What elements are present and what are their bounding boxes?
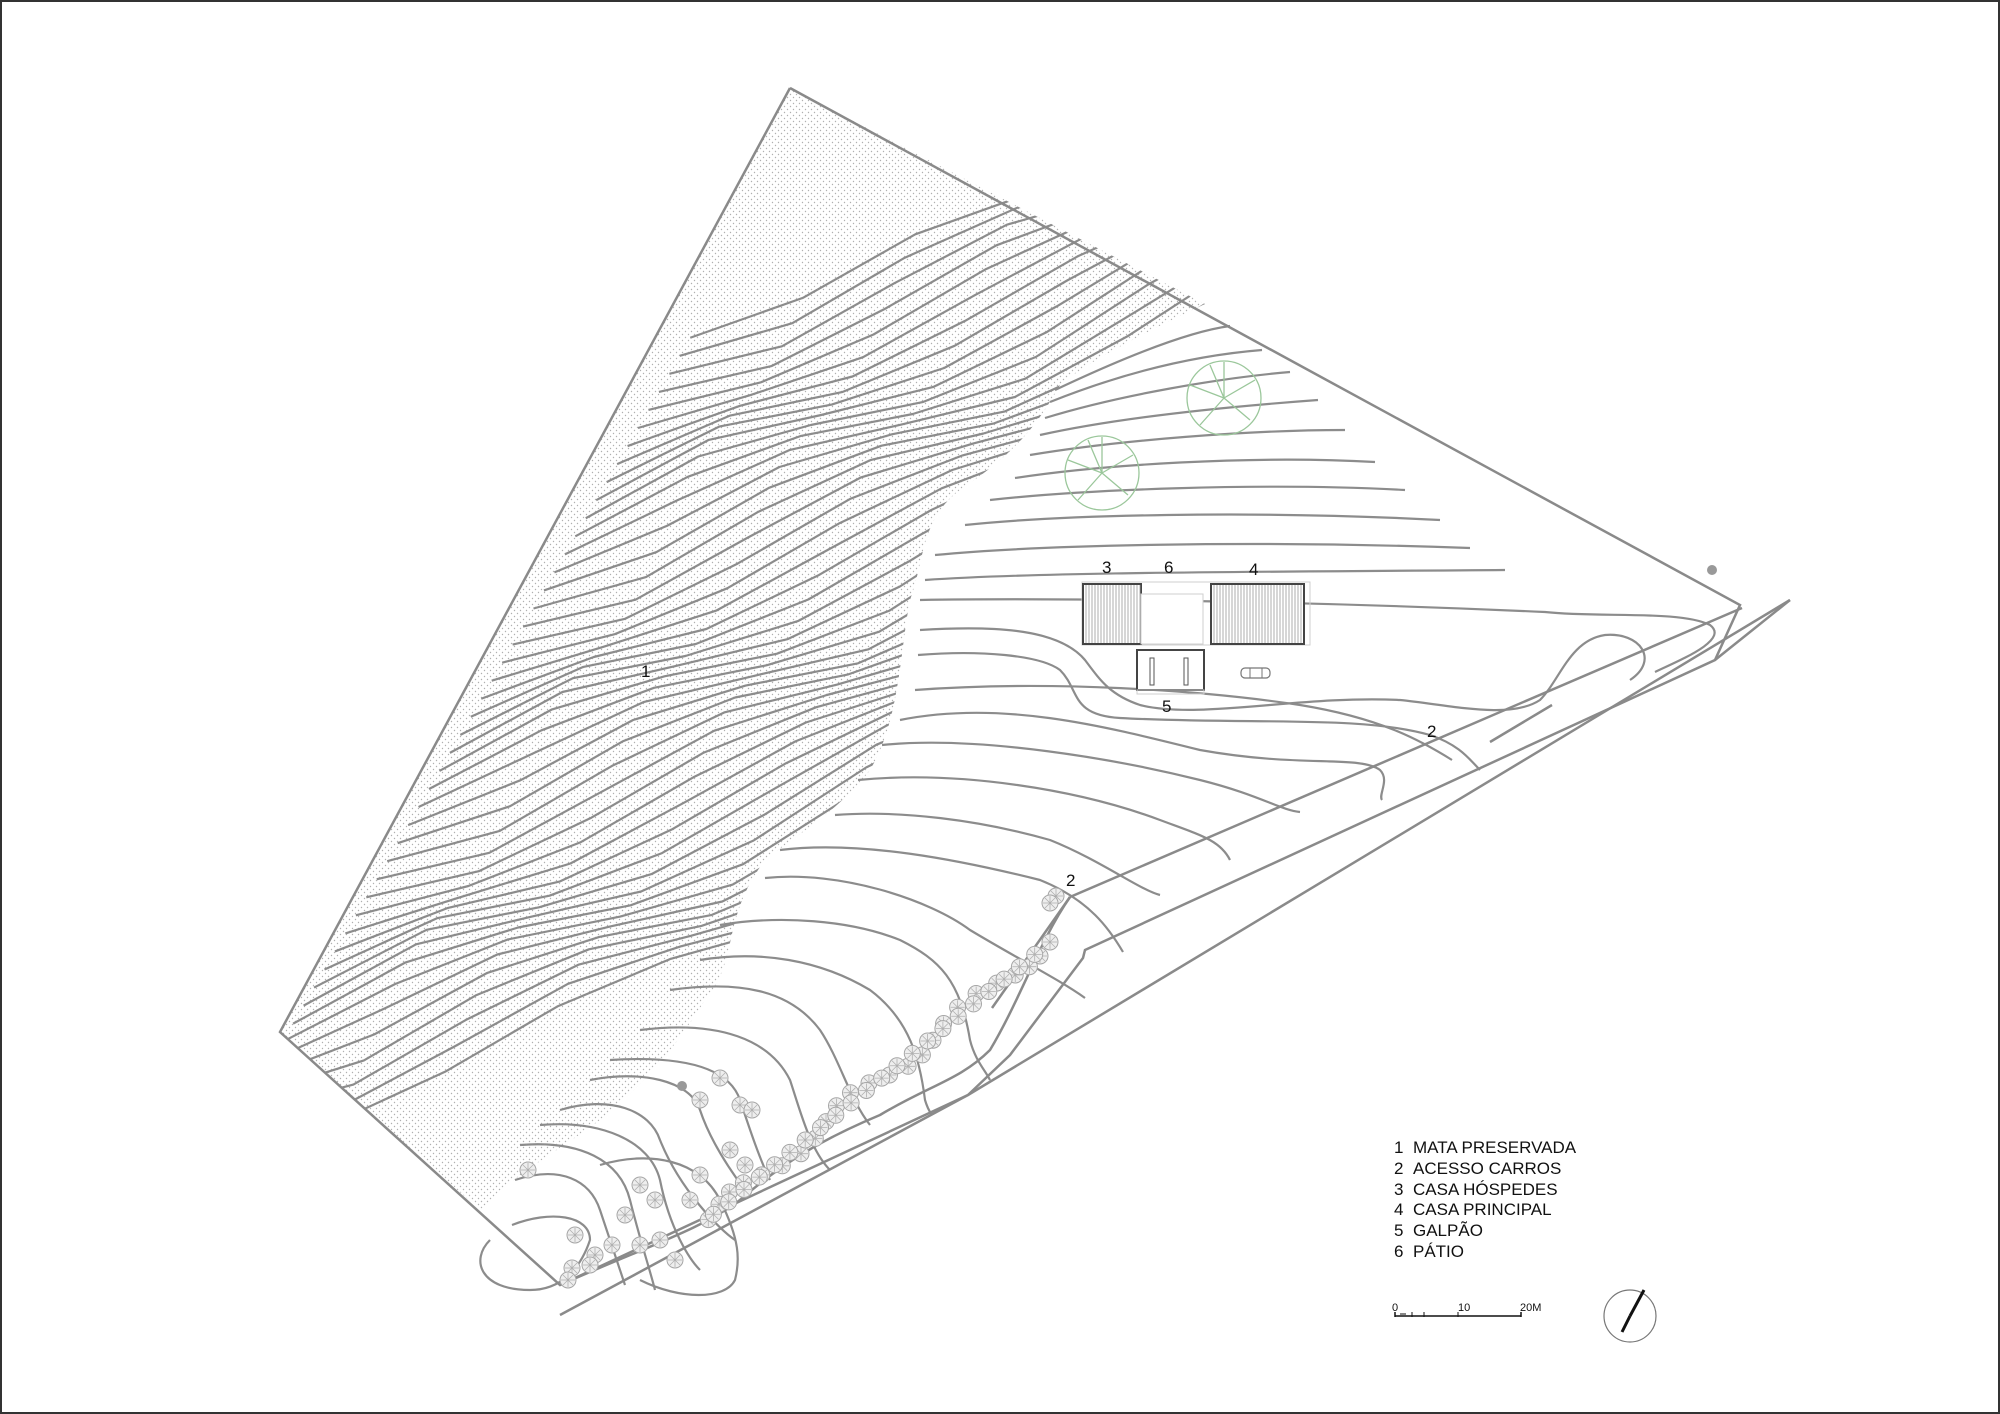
label-casa-hospedes: 3: [1102, 558, 1111, 577]
tree-icon: [1186, 360, 1262, 436]
label-mata: 1: [641, 662, 650, 681]
legend-num: 6: [1394, 1242, 1403, 1261]
legend-num: 4: [1394, 1200, 1403, 1219]
label-acesso-upper: 2: [1427, 722, 1436, 741]
label-casa-principal: 4: [1249, 560, 1258, 579]
scale-mid: 10: [1458, 1302, 1470, 1314]
survey-point-marker: [677, 1081, 687, 1091]
scale-bar: 0 10 20M: [1392, 1302, 1541, 1317]
building-cluster: [1081, 581, 1311, 695]
lot-boundary: [278, 86, 1742, 1287]
legend-num: 1: [1394, 1138, 1403, 1157]
legend-text: PÁTIO: [1413, 1242, 1464, 1261]
legend-num: 2: [1394, 1159, 1403, 1178]
legend-num: 5: [1394, 1221, 1403, 1240]
legend-text: CASA PRINCIPAL: [1413, 1200, 1552, 1219]
open-field-contour-lines: [479, 324, 1716, 1296]
scale-start: 0: [1392, 1302, 1398, 1314]
car-icon: [1240, 667, 1271, 679]
legend-num: 3: [1394, 1180, 1403, 1199]
access-road: [559, 598, 1791, 1317]
shrub-planting: [519, 887, 1065, 1289]
label-acesso-lower: 2: [1066, 871, 1075, 890]
scale-end: 20M: [1520, 1302, 1541, 1314]
galpao-building: [1136, 649, 1205, 691]
label-patio: 6: [1164, 558, 1173, 577]
legend-text: ACESSO CARROS: [1413, 1159, 1561, 1178]
legend-text: MATA PRESERVADA: [1413, 1138, 1577, 1157]
north-arrow-icon: [1603, 1289, 1657, 1343]
survey-point-marker: [1707, 565, 1717, 575]
legend-text: CASA HÓSPEDES: [1413, 1180, 1558, 1199]
label-galpao: 5: [1162, 697, 1171, 716]
legend-text: GALPÃO: [1413, 1221, 1483, 1240]
tree-icon: [1064, 435, 1140, 511]
legend: 1 MATA PRESERVADA 2 ACESSO CARROS 3 CASA…: [1394, 1138, 1577, 1261]
casa-principal-building: [1210, 583, 1305, 645]
patio-area: [1140, 593, 1204, 645]
